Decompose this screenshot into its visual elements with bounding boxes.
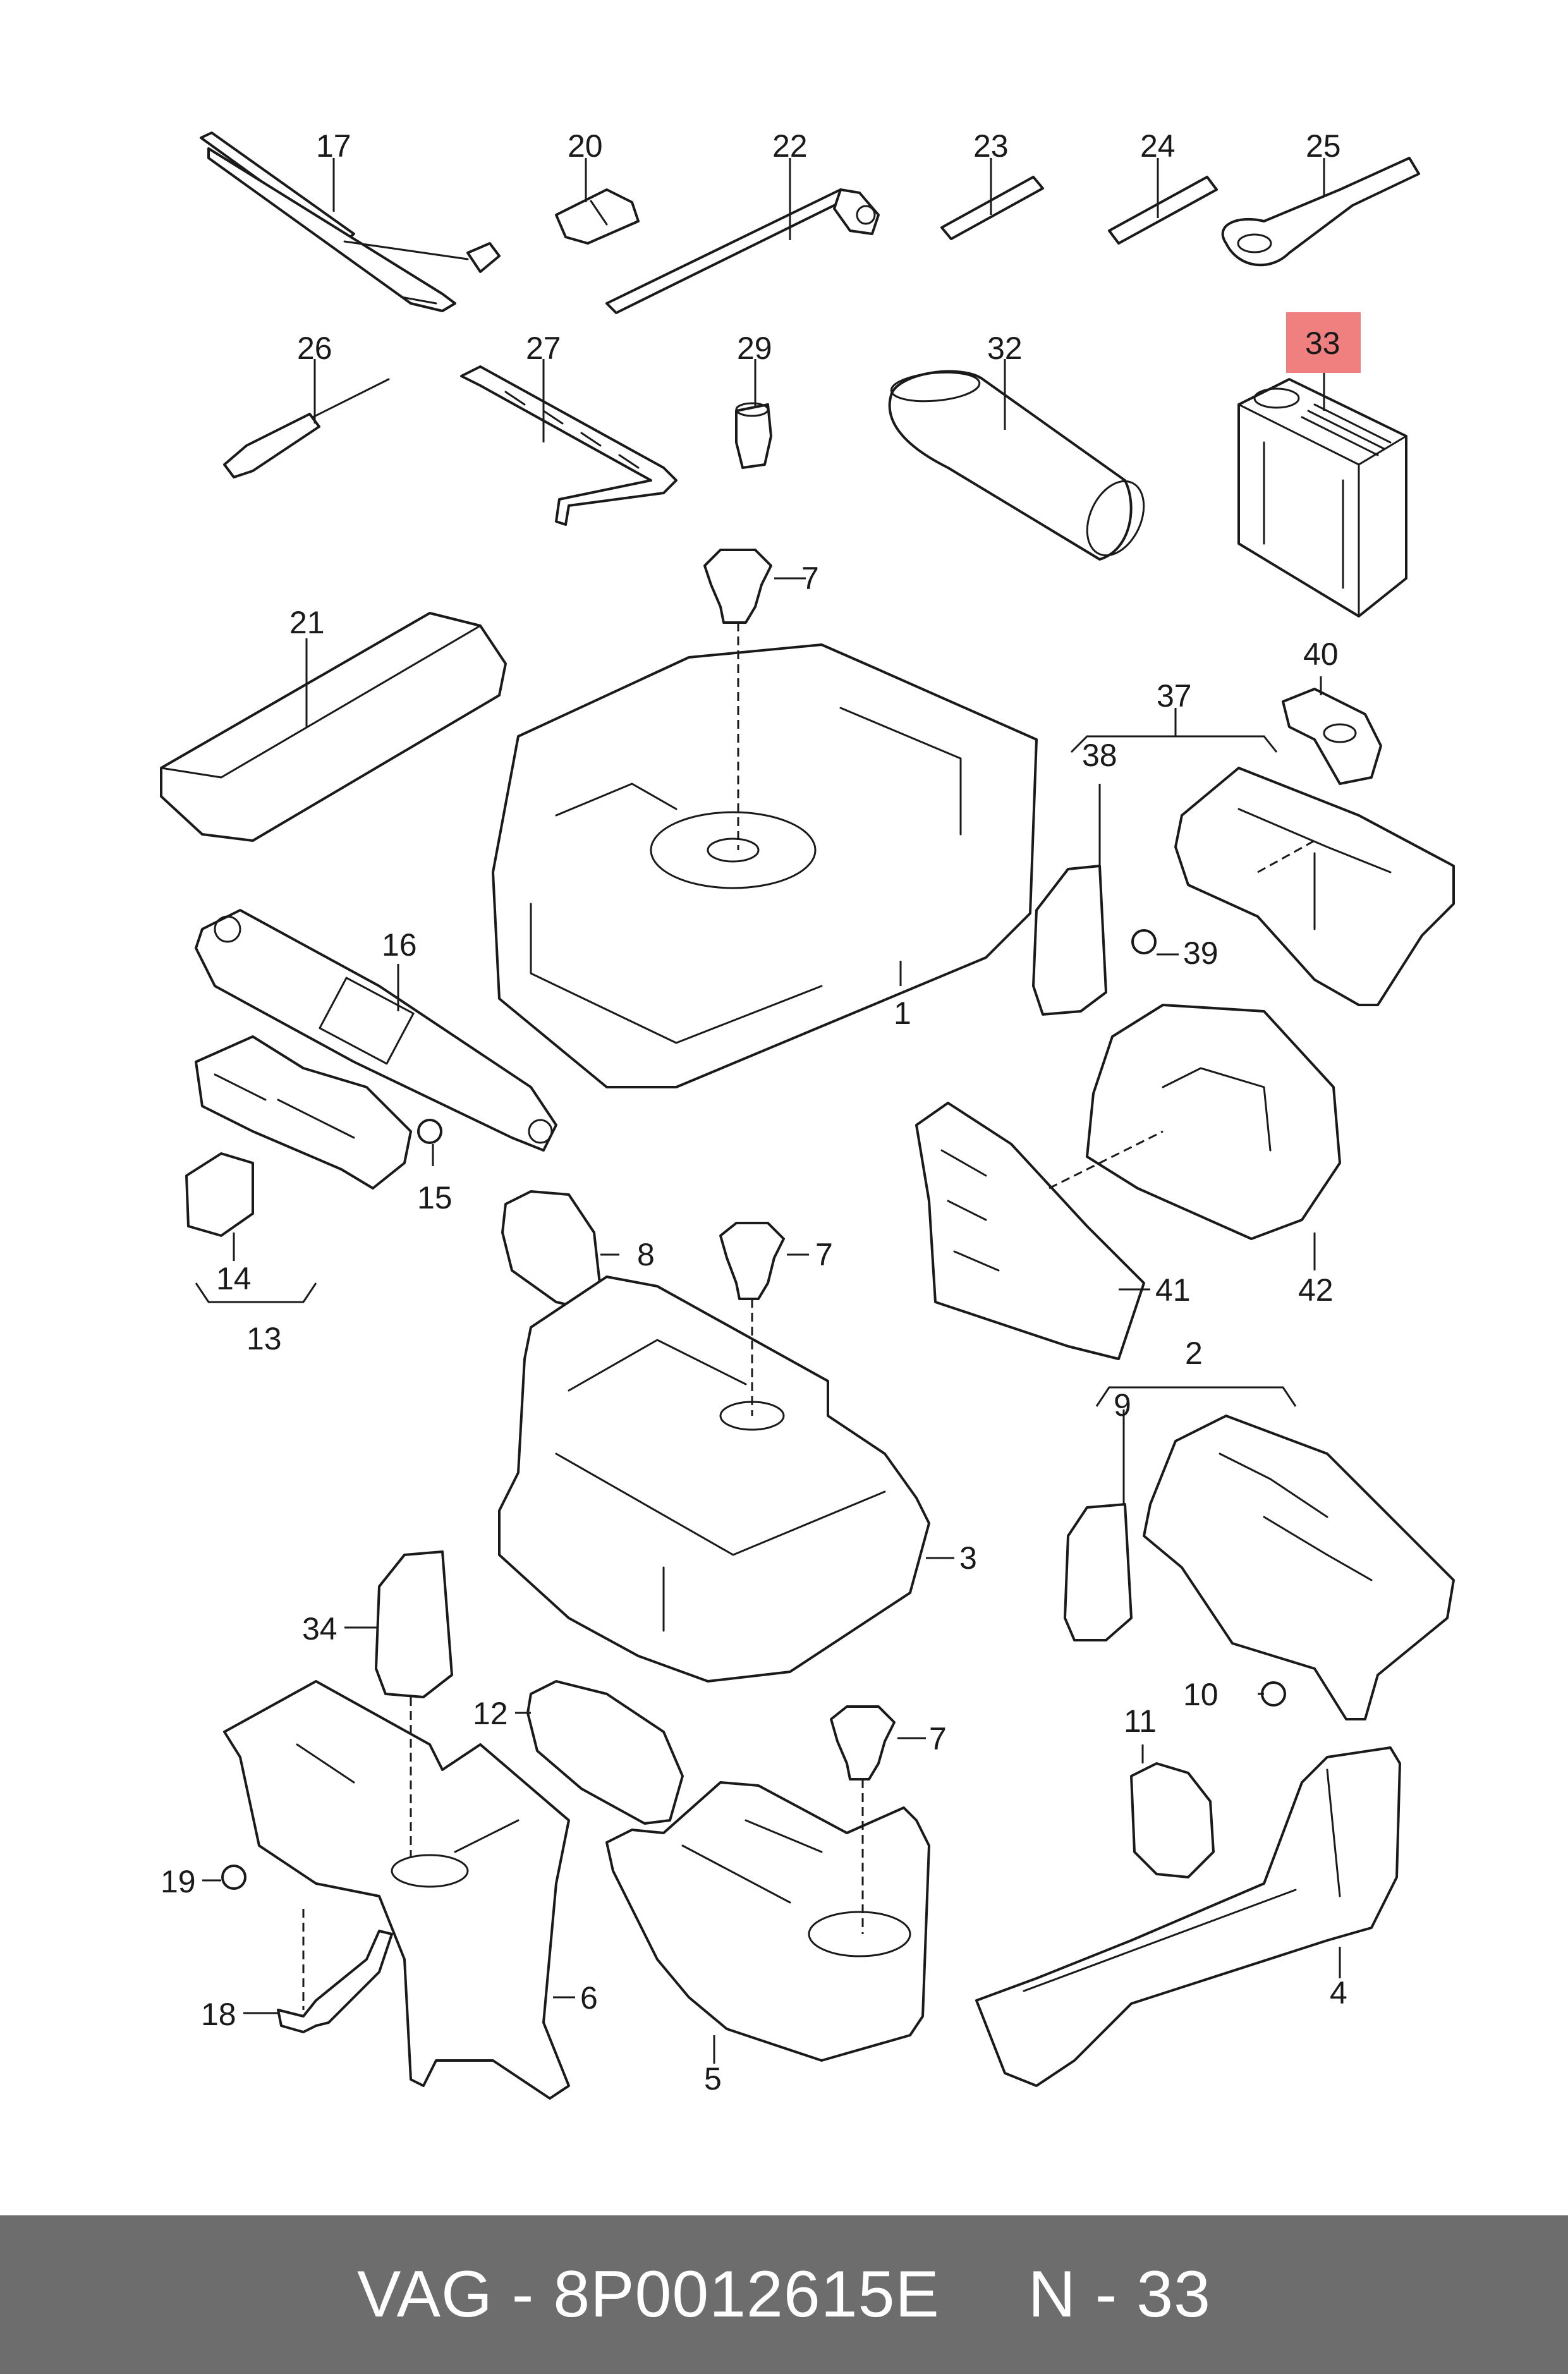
callout-42: 42 — [1298, 1272, 1334, 1308]
callout-15: 15 — [417, 1180, 453, 1215]
part-1-foam-insert — [492, 643, 1038, 1088]
part-15-nut — [417, 1119, 442, 1144]
callout-5: 5 — [704, 2061, 722, 2097]
part-4-tray — [975, 1746, 1401, 2087]
callout-18: 18 — [201, 1997, 236, 2032]
callout-23: 23 — [973, 128, 1009, 164]
part-20-clip — [555, 188, 640, 245]
part-21-pad — [160, 612, 507, 842]
callout-1: 1 — [894, 995, 911, 1031]
part-2-tray — [1143, 1415, 1455, 1720]
callout-21: 21 — [289, 605, 325, 640]
callout-2: 2 — [1185, 1336, 1203, 1371]
callout-27: 27 — [526, 331, 561, 366]
part-29-socket-adapter — [735, 402, 772, 469]
callout-39: 39 — [1183, 935, 1219, 971]
part-40-knob — [1282, 688, 1382, 785]
part-39-nut — [1131, 929, 1157, 954]
part-22-wheel-brace — [605, 188, 880, 314]
callout-32: 32 — [987, 331, 1023, 366]
part-42-holder — [1086, 1004, 1341, 1240]
part-19-nut — [221, 1865, 246, 1890]
part-number: VAG - 8P0012615E — [356, 2258, 940, 2331]
part-number-footer: VAG - 8P0012615E N - 33 — [0, 2215, 1568, 2374]
part-14-pad — [185, 1152, 254, 1237]
part-24-pin — [1108, 176, 1218, 245]
part-6-holder — [223, 1680, 570, 2100]
callout-12: 12 — [473, 1696, 508, 1731]
callout-8: 8 — [637, 1237, 655, 1272]
part-7-bolt-middle — [719, 1222, 785, 1300]
part-13-bracket — [195, 1035, 412, 1190]
part-16-jack — [195, 909, 557, 1152]
part-17-crank-handle — [200, 131, 501, 312]
part-7-bolt-bottom — [830, 1705, 896, 1780]
part-10-nut — [1261, 1681, 1286, 1707]
callout-7-middle: 7 — [815, 1237, 833, 1272]
part-38-pad — [1032, 865, 1107, 1016]
part-41-panel — [915, 1102, 1145, 1360]
part-9-pad — [1064, 1503, 1133, 1641]
part-34-pad — [375, 1550, 453, 1698]
callout-11: 11 — [1124, 1703, 1157, 1739]
part-37-tray — [1174, 767, 1455, 1006]
callout-33: 33 — [1305, 326, 1340, 361]
part-23-pin — [940, 176, 1044, 240]
part-25-towing-eye — [1221, 157, 1420, 267]
callout-7-bottom: 7 — [929, 1721, 947, 1756]
callout-16: 16 — [382, 927, 417, 963]
highlight-box — [1286, 312, 1361, 373]
callout-34: 34 — [302, 1611, 337, 1647]
part-33-box — [1237, 378, 1407, 618]
callout-38: 38 — [1082, 738, 1117, 773]
callout-20: 20 — [568, 128, 603, 164]
callout-10: 10 — [1183, 1677, 1219, 1712]
part-7-bolt-top — [703, 549, 772, 624]
callout-40: 40 — [1303, 636, 1339, 672]
callout-24: 24 — [1140, 128, 1176, 164]
exploded-parts-diagram: 17 20 22 23 24 25 26 27 29 32 33 7 21 40… — [160, 128, 1455, 2100]
part-32-cylinder-container — [888, 370, 1145, 561]
callout-22: 22 — [772, 128, 808, 164]
part-5-foam-insert — [605, 1781, 930, 2062]
callout-3: 3 — [959, 1540, 977, 1576]
callout-17: 17 — [316, 128, 351, 164]
part-27-jack-crank — [460, 365, 678, 526]
callout-25: 25 — [1306, 128, 1341, 164]
callout-6: 6 — [580, 1980, 598, 2016]
callout-4: 4 — [1330, 1975, 1347, 2011]
callout-26: 26 — [297, 331, 332, 366]
part-26-screwdriver — [223, 378, 390, 478]
part-12-frame — [526, 1680, 684, 1825]
callout-19: 19 — [161, 1864, 196, 1899]
callout-41: 41 — [1155, 1272, 1191, 1308]
part-11-frame — [1130, 1762, 1215, 1878]
position-number: N - 33 — [1028, 2258, 1211, 2331]
part-3-foam-insert — [498, 1275, 930, 1683]
callout-29: 29 — [737, 331, 772, 366]
part-18-bracket — [277, 1930, 393, 2033]
callout-37: 37 — [1157, 678, 1192, 714]
callout-13: 13 — [246, 1321, 282, 1356]
callout-9: 9 — [1114, 1387, 1131, 1423]
callout-14: 14 — [216, 1261, 252, 1296]
callout-7-top: 7 — [801, 561, 819, 596]
